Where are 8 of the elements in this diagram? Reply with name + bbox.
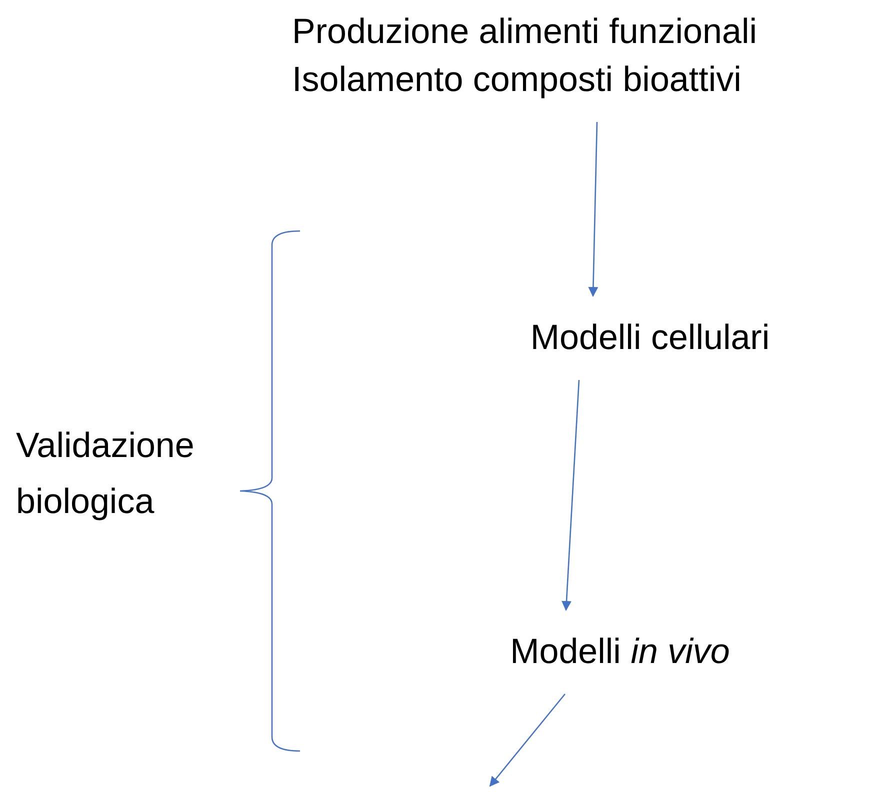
- node-text: Isolamento composti bioattivi: [292, 59, 742, 101]
- node-text: Produzione alimenti funzionali: [292, 11, 757, 53]
- bracket-label: Validazione biologica: [16, 425, 196, 523]
- arrow: [489, 694, 566, 787]
- node-text: Modelli in vivo: [510, 631, 730, 673]
- node-text: Modelli cellulari: [530, 317, 770, 359]
- arrow: [588, 122, 598, 297]
- arrow: [562, 380, 580, 611]
